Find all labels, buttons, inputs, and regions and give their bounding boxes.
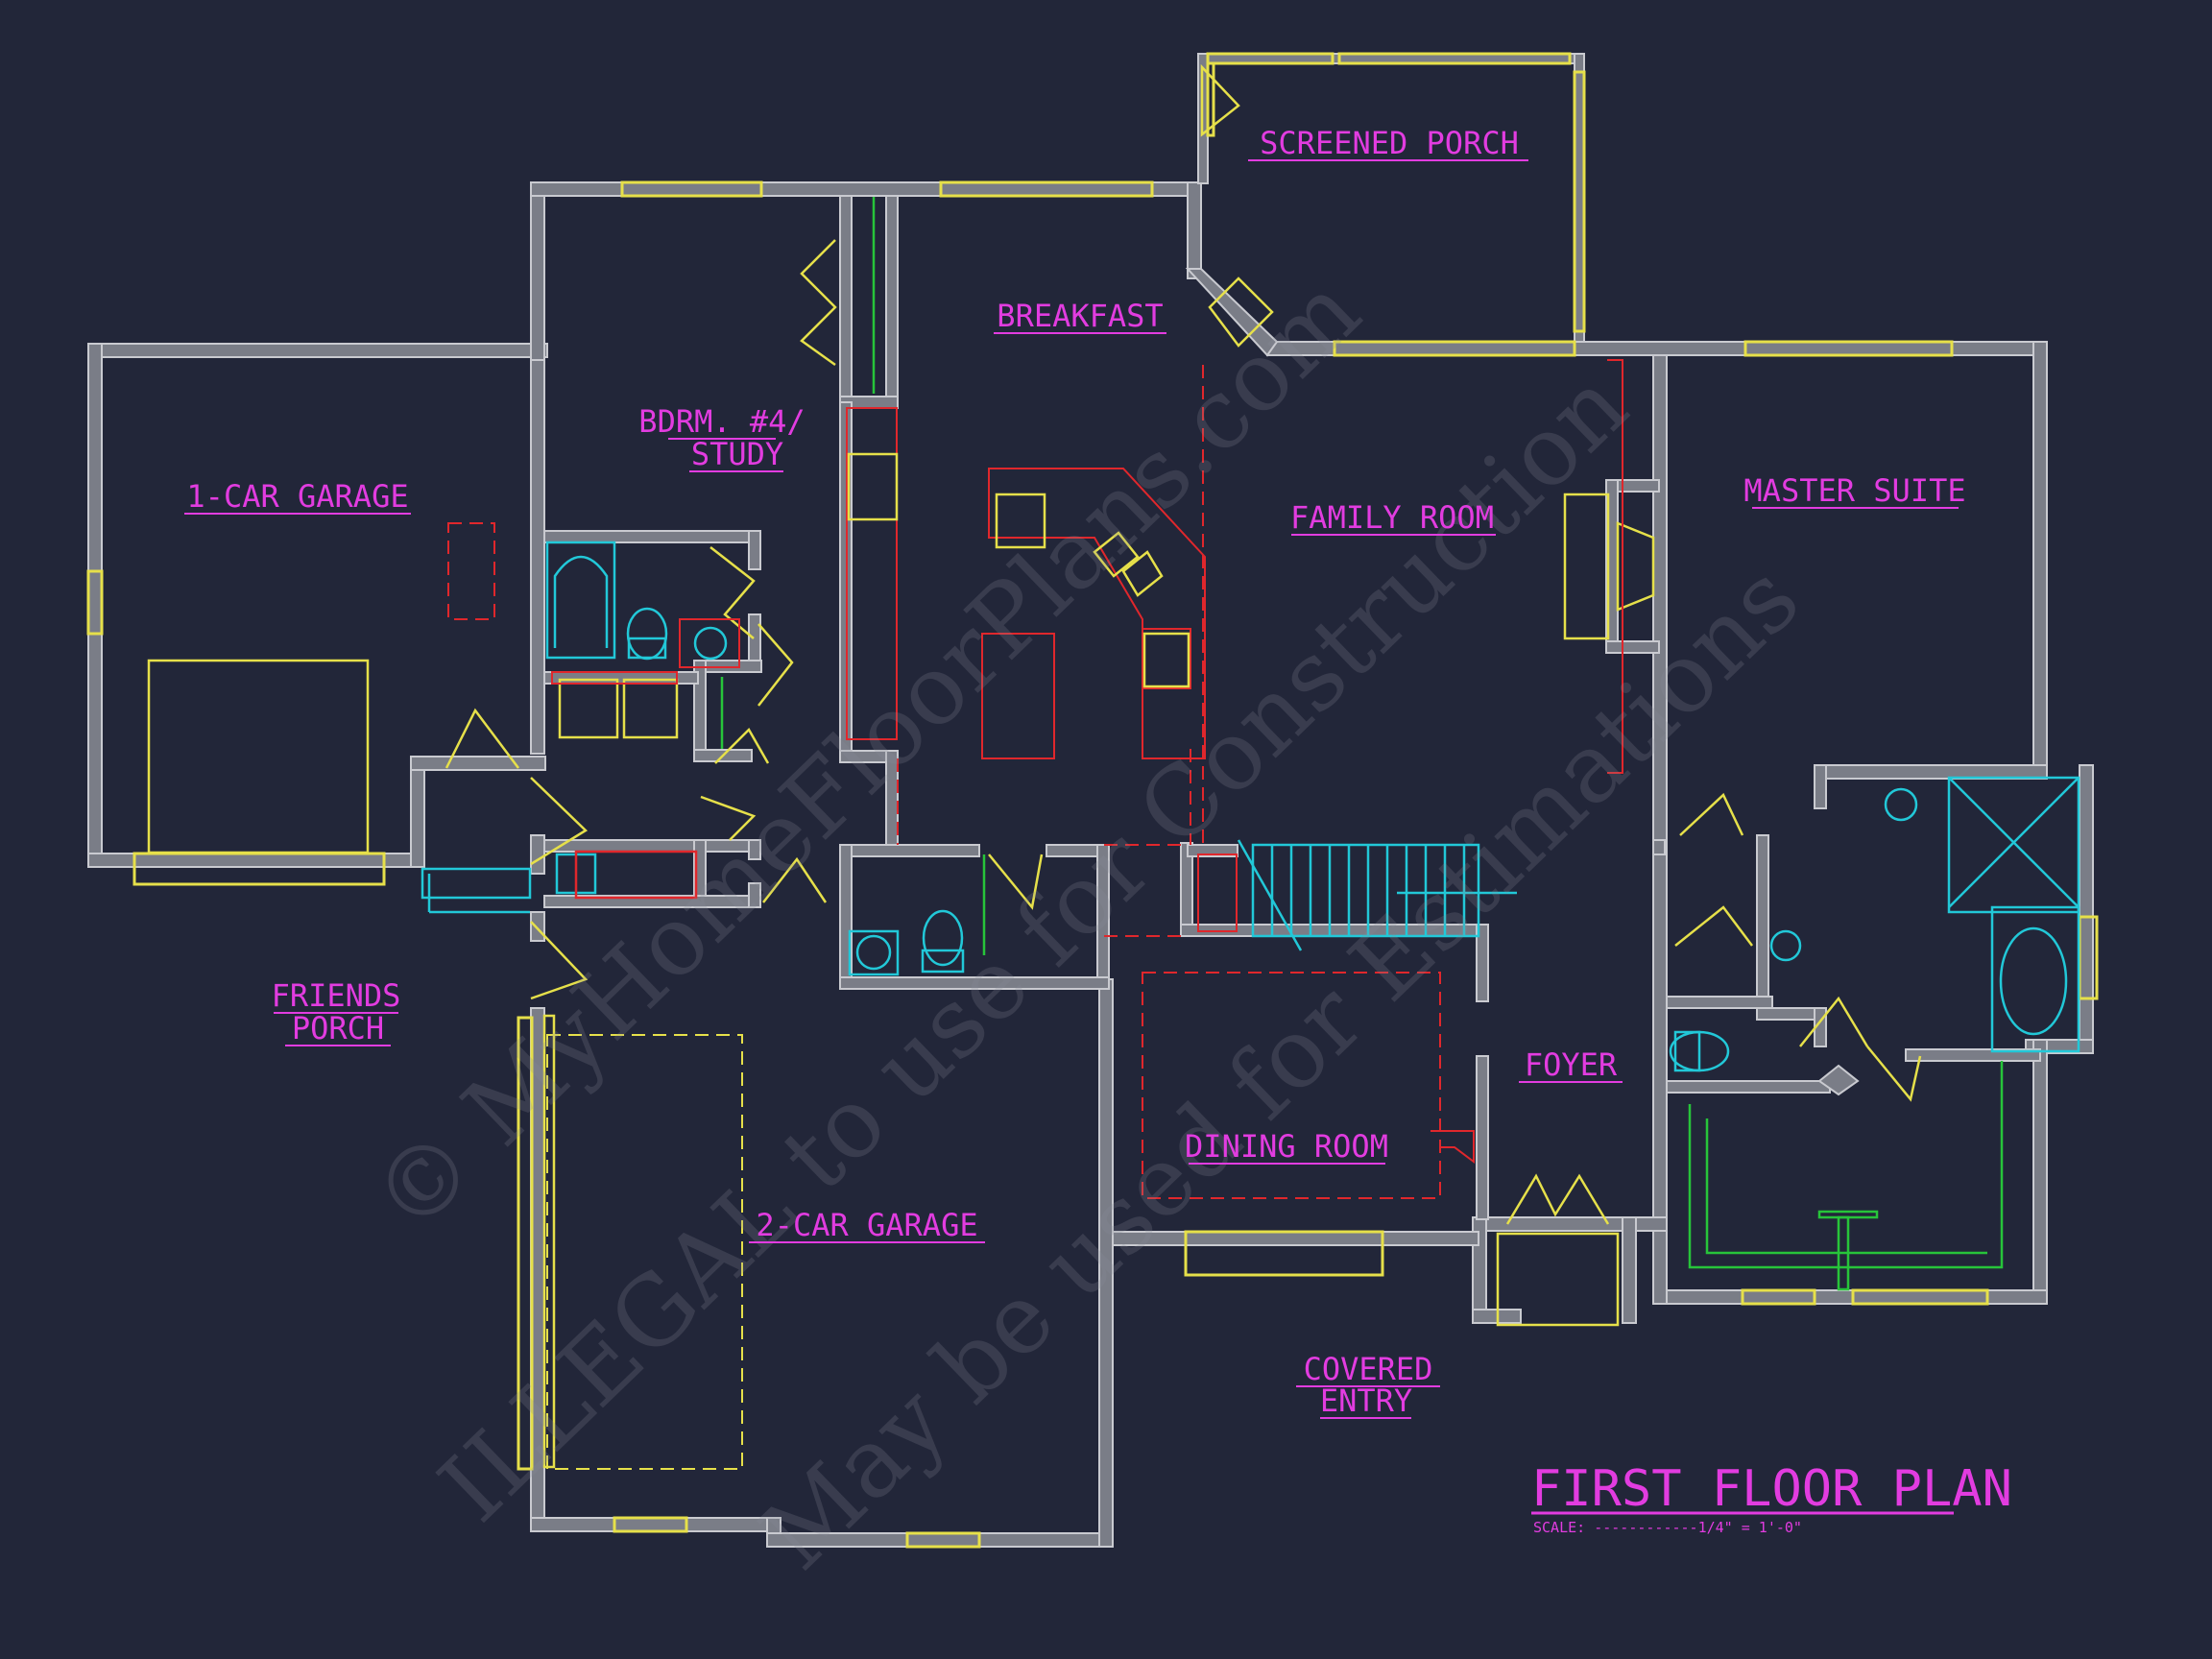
label-breakfast: BREAKFAST [997, 298, 1163, 334]
scale-note: SCALE: ------------1/4" = 1'-0" [1533, 1519, 1802, 1536]
room-labels: SCREENED PORCH BREAKFAST BDRM. #4/ STUDY… [184, 125, 1966, 1419]
label-one-car-garage: 1-CAR GARAGE [186, 478, 408, 515]
fireplace [1563, 359, 1655, 774]
dining-table-outline [1142, 972, 1475, 1199]
label-master-suite: MASTER SUITE [1743, 472, 1965, 509]
label-bedroom4-line1: BDRM. #4/ [638, 403, 805, 440]
label-two-car-garage: 2-CAR GARAGE [756, 1207, 977, 1243]
interior-walls [543, 195, 2041, 1220]
label-friends-porch-line2: PORCH [292, 1010, 384, 1046]
label-covered-entry-line1: COVERED [1304, 1351, 1433, 1387]
plan-title: FIRST FLOOR PLAN [1531, 1460, 2012, 1518]
exterior-walls [87, 53, 2094, 1548]
label-foyer: FOYER [1525, 1046, 1618, 1083]
label-bedroom4-line2: STUDY [691, 436, 783, 472]
label-covered-entry-line2: ENTRY [1320, 1382, 1412, 1419]
label-family-room: FAMILY ROOM [1290, 499, 1494, 536]
laundry-appliances [551, 671, 679, 739]
label-friends-porch-line1: FRIENDS [272, 977, 401, 1014]
title-block: FIRST FLOOR PLAN SCALE: ------------1/4"… [1531, 1460, 2012, 1536]
closet-built-ins [720, 197, 2004, 1291]
watermark: © MyHomeFloorPlans.com ILLEGAL to use fo… [350, 254, 1820, 1591]
bath-fixtures [421, 541, 2080, 1072]
label-dining-room: DINING ROOM [1185, 1128, 1388, 1165]
label-screened-porch: SCREENED PORCH [1260, 125, 1519, 161]
garage-outlines [147, 522, 743, 1470]
stairs [1197, 839, 1517, 951]
kitchen-cabinets [846, 365, 1206, 937]
